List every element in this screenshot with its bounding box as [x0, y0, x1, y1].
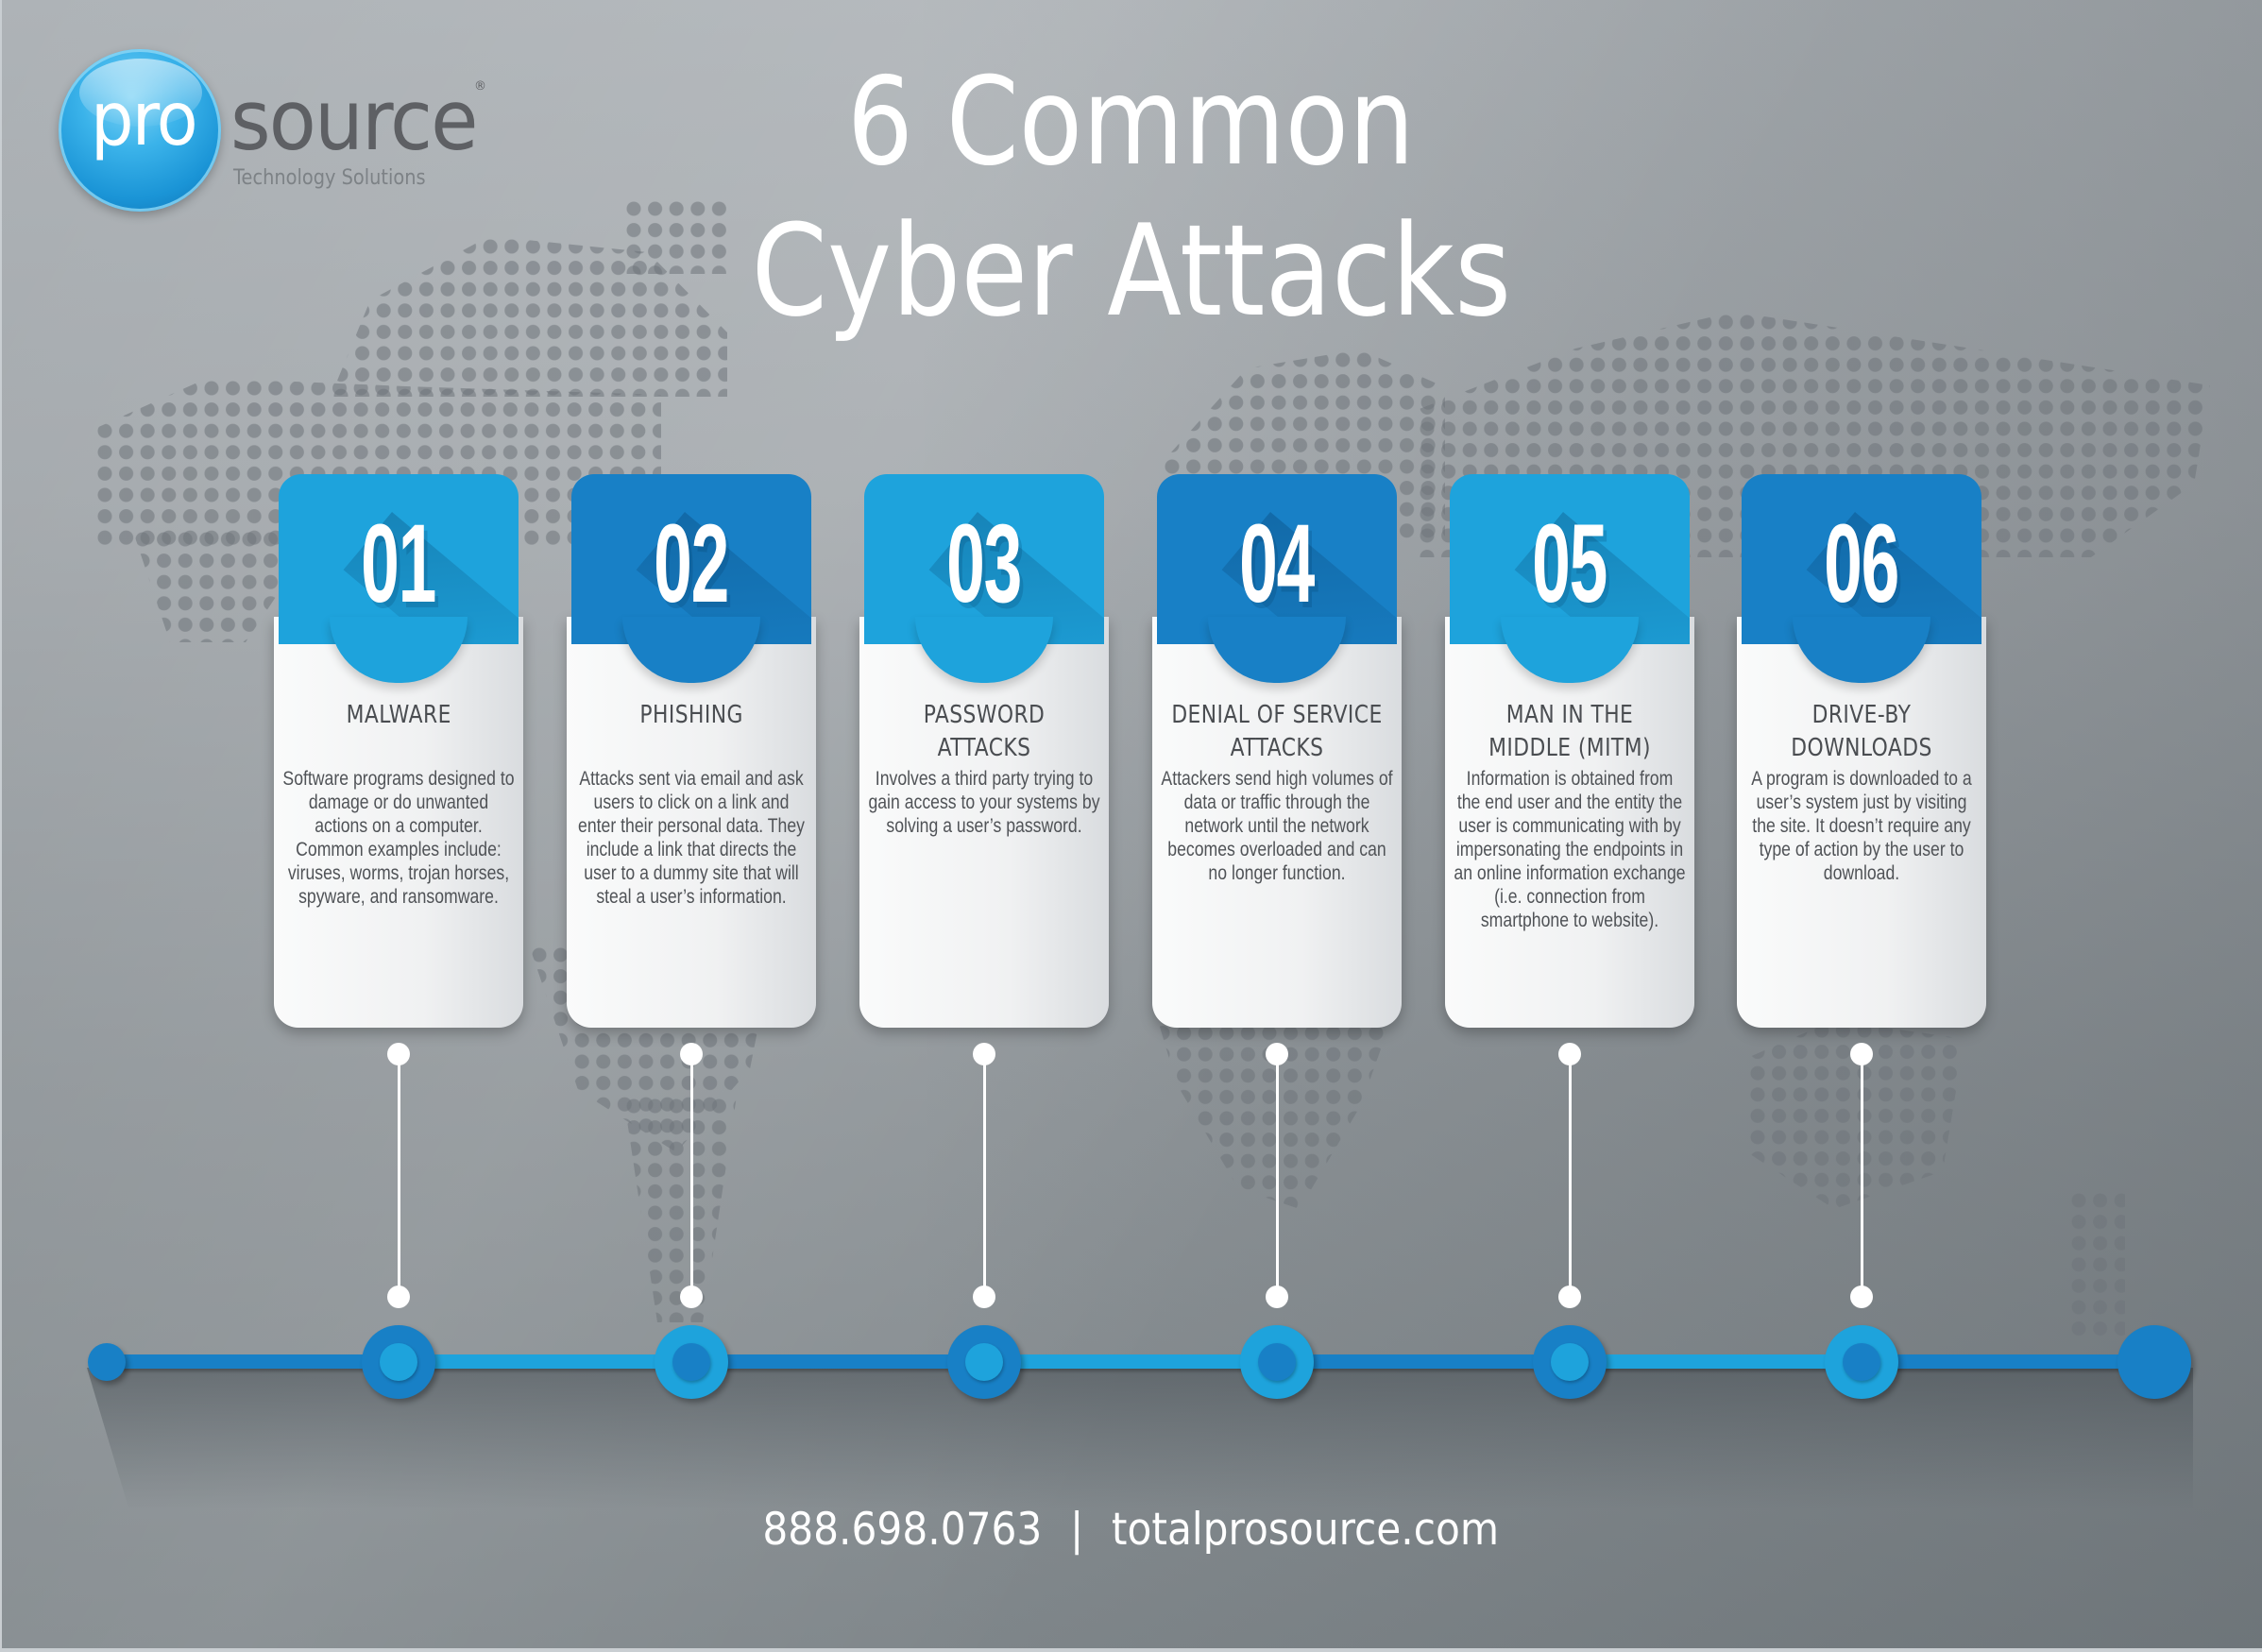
timeline-node-06: [1825, 1325, 1898, 1399]
timeline-segment: [984, 1354, 1277, 1369]
timeline-node-02: [655, 1325, 728, 1399]
card-number: 03: [946, 502, 1023, 626]
card-description: Information is obtained from the end use…: [1454, 768, 1686, 931]
card-header: [864, 474, 1104, 644]
logo-tagline: Technology Solutions: [233, 166, 426, 190]
connector-06: [1850, 1043, 1873, 1308]
card-number: 06: [1824, 502, 1900, 626]
card-body: [1152, 617, 1402, 1028]
contact-footer: 888.698.0763 | totalprosource.com: [0, 1507, 2262, 1552]
page-title-line-1: 6 Common: [847, 52, 1415, 193]
timeline-segment: [1570, 1354, 1862, 1369]
card-description: Attacks sent via email and ask users to …: [578, 768, 805, 908]
card-body: [1737, 617, 1986, 1028]
attack-card-phishing: 02 PHISHING Attacks sent via email and a…: [567, 474, 816, 1028]
frame-border-bottom: [0, 1648, 2262, 1652]
phone-number[interactable]: 888.698.0763: [762, 1504, 1043, 1556]
card-header: [571, 474, 811, 644]
attack-card-man-in-the-middle: 05 MAN IN THE MIDDLE (MITM) Information …: [1445, 474, 1694, 1028]
attack-card-malware: 01 MALWARE Software programs designed to…: [274, 474, 523, 1028]
attack-card-drive-by-downloads: 06 DRIVE-BY DOWNLOADS A program is downl…: [1737, 474, 1986, 1028]
logo-source-text: source: [230, 72, 478, 169]
card-header: [1450, 474, 1690, 644]
connector-05: [1558, 1043, 1581, 1308]
prosource-logo[interactable]: pro source ® Technology Solutions: [57, 47, 501, 217]
timeline-segment: [399, 1354, 691, 1369]
card-body: [274, 617, 523, 1028]
page-title-line-2: Cyber Attacks: [751, 197, 1511, 345]
card-number: 05: [1532, 502, 1608, 626]
card-header: [279, 474, 519, 644]
website-link[interactable]: totalprosource.com: [1112, 1504, 1500, 1556]
timeline-start-node: [88, 1343, 126, 1381]
logo-sphere-icon: [59, 49, 221, 212]
logo-pro-text: pro: [91, 77, 198, 162]
card-title: DRIVE-BY DOWNLOADS: [1791, 701, 1932, 762]
card-description: Involves a third party trying to gain ac…: [868, 768, 1100, 837]
card-number: 02: [654, 502, 730, 626]
connector-01: [387, 1043, 410, 1308]
card-title: MALWARE: [346, 701, 451, 729]
card-description: Software programs designed to damage or …: [282, 768, 515, 908]
card-number: 01: [361, 502, 437, 626]
timeline-end-node: [2117, 1325, 2191, 1399]
connector-02: [680, 1043, 703, 1308]
card-number: 04: [1239, 502, 1316, 626]
card-header: [1157, 474, 1397, 644]
registered-mark: ®: [474, 79, 486, 94]
timeline-segment: [106, 1354, 399, 1369]
timeline-segment: [1277, 1354, 1570, 1369]
attack-card-password-attacks: 03 PASSWORD ATTACKS Involves a third par…: [859, 474, 1109, 1028]
timeline-segment: [691, 1354, 984, 1369]
card-title: PHISHING: [639, 701, 743, 729]
timeline-node-03: [947, 1325, 1021, 1399]
attack-card-denial-of-service: 04 DENIAL OF SERVICE ATTACKS Attackers s…: [1152, 474, 1402, 1028]
card-body: [859, 617, 1109, 1028]
connector-03: [973, 1043, 995, 1308]
card-body: [567, 617, 816, 1028]
card-description: A program is downloaded to a user’s syst…: [1751, 768, 1972, 884]
card-title: PASSWORD ATTACKS: [923, 701, 1046, 762]
card-description: Attackers send high volumes of data or t…: [1161, 768, 1393, 884]
frame-border-left: [0, 0, 2, 1652]
timeline-node-04: [1240, 1325, 1314, 1399]
timeline-segment: [1862, 1354, 2154, 1369]
footer-separator: |: [1070, 1504, 1084, 1556]
card-title: MAN IN THE MIDDLE (MITM): [1488, 701, 1651, 762]
connector-04: [1266, 1043, 1288, 1308]
timeline-node-05: [1533, 1325, 1607, 1399]
timeline-node-01: [362, 1325, 435, 1399]
card-header: [1742, 474, 1981, 644]
card-title: DENIAL OF SERVICE ATTACKS: [1171, 701, 1383, 762]
card-body: [1445, 617, 1694, 1028]
